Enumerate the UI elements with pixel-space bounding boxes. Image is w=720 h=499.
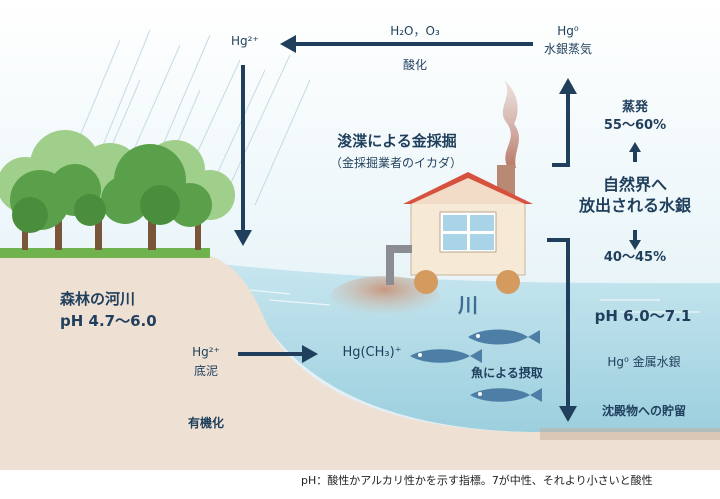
hg2-sediment-label: Hg²⁺ <box>192 345 220 359</box>
h2o-o3-label: H₂O，O₃ <box>390 24 440 38</box>
sink-percent: 40〜45% <box>603 250 667 265</box>
evaporation-label: 蒸発 <box>621 100 648 115</box>
forest-river-ph: pH 4.7〜6.0 <box>60 312 157 330</box>
organification-label: 有機化 <box>187 416 224 430</box>
river-char-label: 川 <box>458 293 478 317</box>
evaporation-percent: 55〜60% <box>603 118 667 133</box>
sediment-label: 底泥 <box>193 364 218 378</box>
methylmercury-label: Hg(CH₃)⁺ <box>342 345 402 360</box>
hg2-top-label: Hg²⁺ <box>231 34 259 48</box>
metal-mercury-label: Hg⁰ 金属水銀 <box>607 355 681 369</box>
arrowheads <box>234 35 641 422</box>
sediment-band <box>540 428 720 440</box>
mud-plume <box>330 276 440 320</box>
hg0-top-label: Hg⁰ <box>557 24 579 38</box>
dredge-title: 浚渫による金採掘 <box>337 132 457 150</box>
smoke-icon <box>502 80 519 168</box>
house-icon <box>386 165 533 294</box>
fish-icon <box>410 329 542 402</box>
ph-river-label: pH 6.0〜7.1 <box>594 307 692 325</box>
water-shimmer <box>249 289 700 313</box>
release-line1: 自然界へ <box>602 175 667 194</box>
sediment-storage-label: 沈殿物への貯留 <box>601 404 686 418</box>
fish-intake-label: 魚による摂取 <box>471 366 543 380</box>
dredge-subtitle: （金採掘業者のイカダ） <box>329 156 462 170</box>
grass-strip <box>0 248 210 258</box>
release-line2: 放出される水銀 <box>578 196 691 215</box>
footnote: pH：酸性かアルカリ性かを示す指標。7が中性、それより小さいと酸性 <box>301 474 653 487</box>
forest-river-label: 森林の河川 <box>60 290 136 308</box>
oxidation-label: 酸化 <box>402 58 427 72</box>
tree-icon <box>0 130 235 250</box>
mercury-vapor-label: 水銀蒸気 <box>543 42 592 56</box>
riverbank-ground <box>0 252 720 470</box>
